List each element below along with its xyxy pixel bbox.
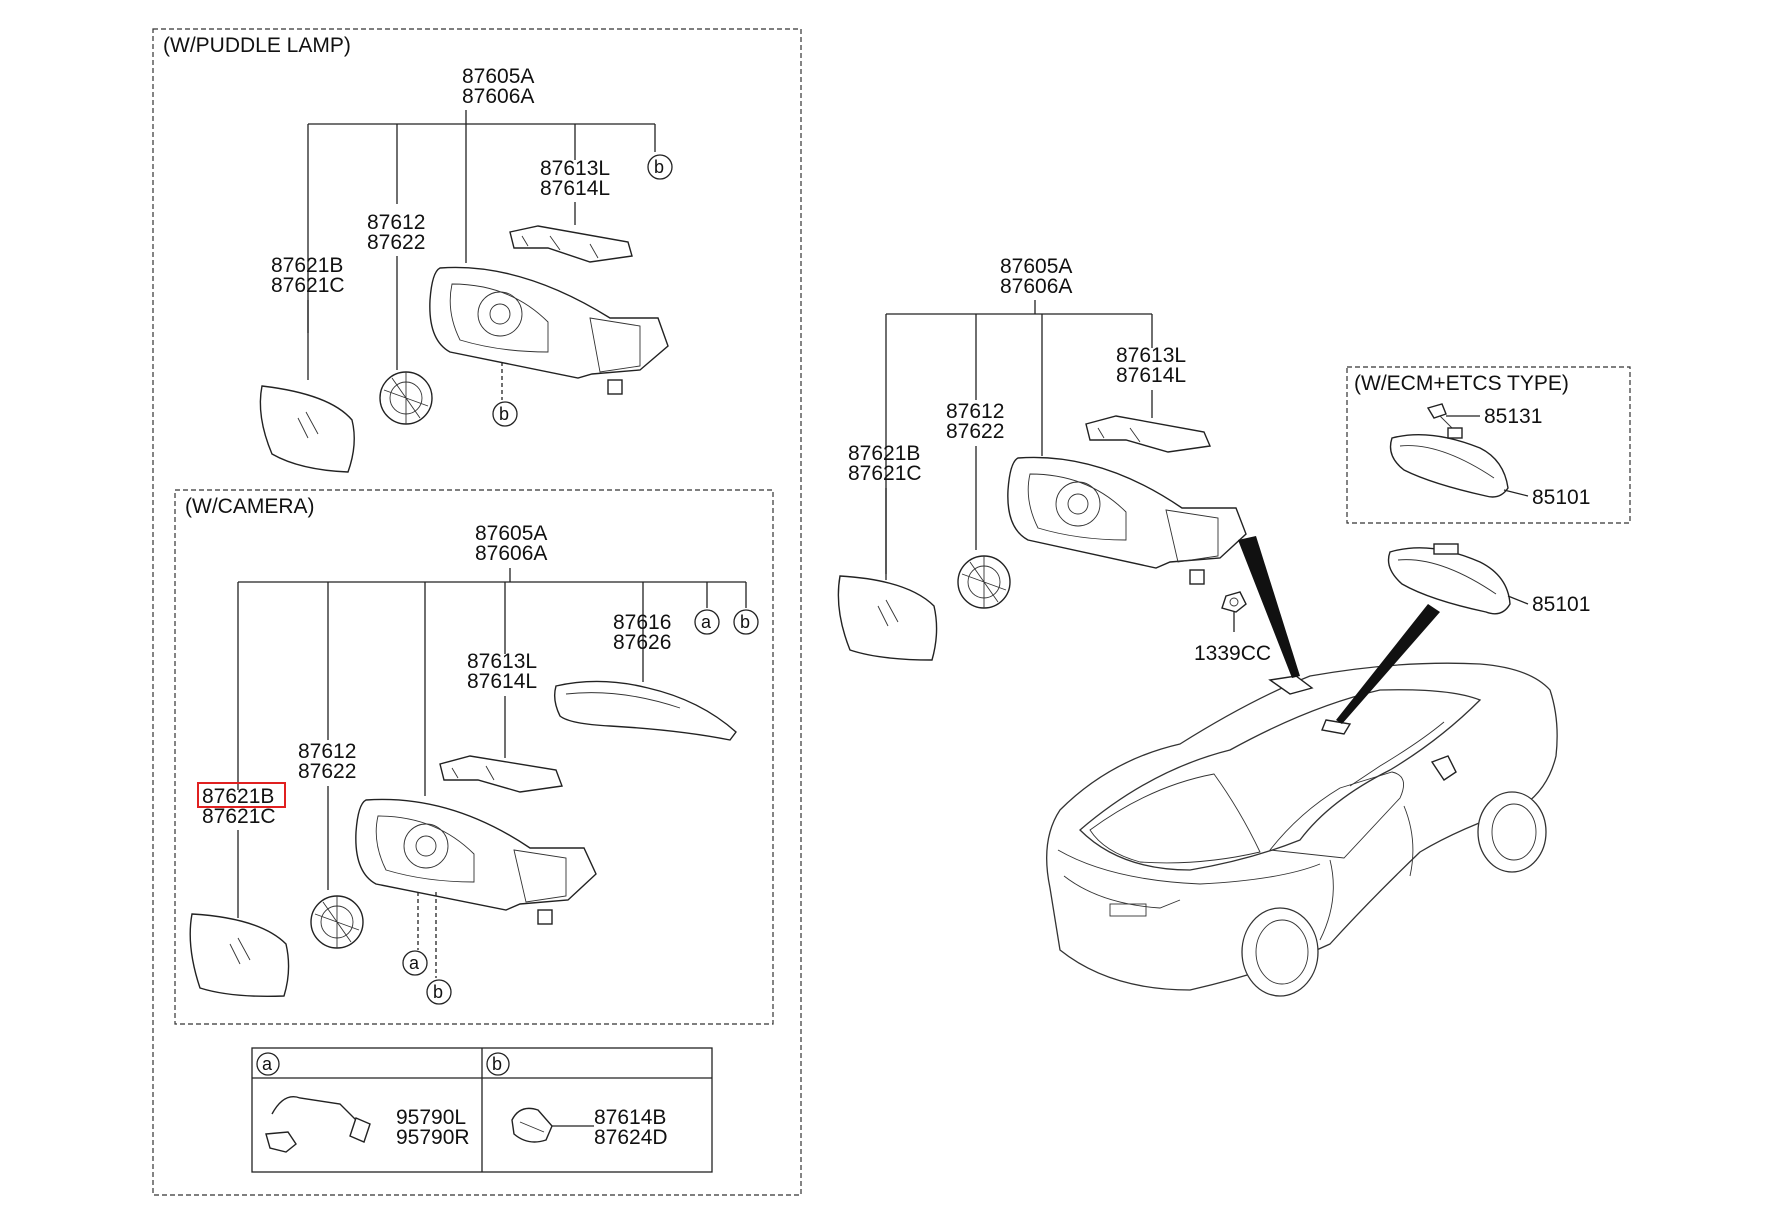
clip-label: 1339CC (1194, 642, 1271, 665)
puddle-lamp-label-1: 87613L (540, 157, 610, 180)
main-lamp-label-1: 87613L (1116, 344, 1186, 367)
camera-glass-label-2: 87621C (202, 805, 276, 828)
ref-b-circle-puddle-bottom (492, 401, 518, 427)
pointer-outside-mirror (1238, 536, 1300, 678)
camera-assembly-label-2: 87606A (475, 542, 547, 565)
ref-b-circle-camera-bottom (426, 979, 452, 1005)
pointer-inside-mirror (1336, 604, 1440, 724)
puddle-lamp-label-2: 87614L (540, 177, 610, 200)
main-actuator-label-2: 87622 (946, 420, 1004, 443)
clip-part (1221, 591, 1247, 613)
camera-lamp-label-2: 87614L (467, 670, 537, 693)
legend-a-part-2: 95790R (396, 1126, 470, 1149)
ref-b-label-puddle-bottom: b (499, 404, 509, 424)
ref-a-circle-camera-bottom (402, 950, 428, 976)
main-actuator-label-1: 87612 (946, 400, 1004, 423)
ref-b-label-puddle-top: b (654, 157, 664, 177)
main-glass-label-2: 87621C (848, 462, 922, 485)
puddle-assembly-label-1: 87605A (462, 65, 534, 88)
puddle-actuator-label-1: 87612 (367, 211, 425, 234)
legend-ref-a-circle (256, 1052, 280, 1076)
camera-actuator-label-1: 87612 (298, 740, 356, 763)
main-mirror-housing (1007, 456, 1247, 585)
camera-actuator-label-2: 87622 (298, 760, 356, 783)
ref-b-label-camera-top: b (740, 612, 750, 632)
main-glass-label-1: 87621B (848, 442, 920, 465)
camera-mirror-housing (355, 798, 597, 925)
ref-a-circle-camera-top (694, 609, 720, 635)
camera-cover-label-2: 87626 (613, 631, 671, 654)
camera-lamp-part (439, 755, 563, 793)
puddle-glass-part (259, 385, 355, 473)
ref-a-label-camera-top: a (701, 612, 712, 632)
car-illustration (1046, 662, 1558, 997)
section-puddle-lamp: (W/PUDDLE LAMP) (163, 34, 351, 57)
ecm-sensor-label: 85131 (1484, 405, 1542, 428)
puddle-glass-label-2: 87621C (271, 274, 345, 297)
legend-b-part-2: 87624D (594, 1126, 668, 1149)
camera-assembly-label-1: 87605A (475, 522, 547, 545)
camera-cover-label-1: 87616 (613, 611, 671, 634)
camera-cover-part (553, 680, 737, 741)
legend-ref-b-label: b (492, 1054, 502, 1074)
camera-lamp-label-1: 87613L (467, 650, 537, 673)
camera-glass-part (189, 913, 290, 998)
legend-a-harness-part (265, 1096, 371, 1153)
ecm-sensor-part (1426, 403, 1457, 433)
main-glass-part (837, 575, 938, 661)
ecm-inside-mirror-label: 85101 (1532, 486, 1590, 509)
section-camera: (W/CAMERA) (185, 495, 315, 518)
main-assembly-label-2: 87606A (1000, 275, 1072, 298)
ref-b-label-camera-bottom: b (433, 982, 443, 1002)
section-ecm-etcs: (W/ECM+ETCS TYPE) (1354, 372, 1569, 395)
main-lamp-part (1085, 415, 1212, 453)
legend-a-part-1: 95790L (396, 1106, 466, 1129)
ecm-group-box (1346, 366, 1631, 524)
main-lamp-label-2: 87614L (1116, 364, 1186, 387)
puddle-actuator-label-2: 87622 (367, 231, 425, 254)
puddle-assembly-label-2: 87606A (462, 85, 534, 108)
ref-b-circle-camera-top (733, 609, 759, 635)
puddle-mirror-housing (429, 266, 669, 395)
ref-a-label-camera-bottom: a (409, 953, 420, 973)
legend-ref-a-label: a (262, 1054, 273, 1074)
ecm-inside-mirror-part (1389, 427, 1509, 498)
main-actuator-part (957, 555, 1011, 609)
ref-b-circle-puddle-top (647, 154, 673, 180)
legend-ref-b-circle (486, 1052, 510, 1076)
inside-mirror-label: 85101 (1532, 593, 1590, 616)
camera-group-box (174, 489, 774, 1025)
inside-mirror-part (1387, 543, 1511, 615)
left-group-box (152, 28, 802, 1196)
legend-b-bulb-part (511, 1107, 553, 1143)
legend-b-part-1: 87614B (594, 1106, 666, 1129)
puddle-actuator-part (379, 371, 433, 425)
highlighted-part-box (197, 782, 286, 808)
puddle-lamp-part (509, 225, 633, 263)
camera-glass-label-1: 87621B (202, 785, 274, 808)
main-assembly-label-1: 87605A (1000, 255, 1072, 278)
camera-actuator-part (310, 895, 364, 949)
puddle-glass-label-1: 87621B (271, 254, 343, 277)
